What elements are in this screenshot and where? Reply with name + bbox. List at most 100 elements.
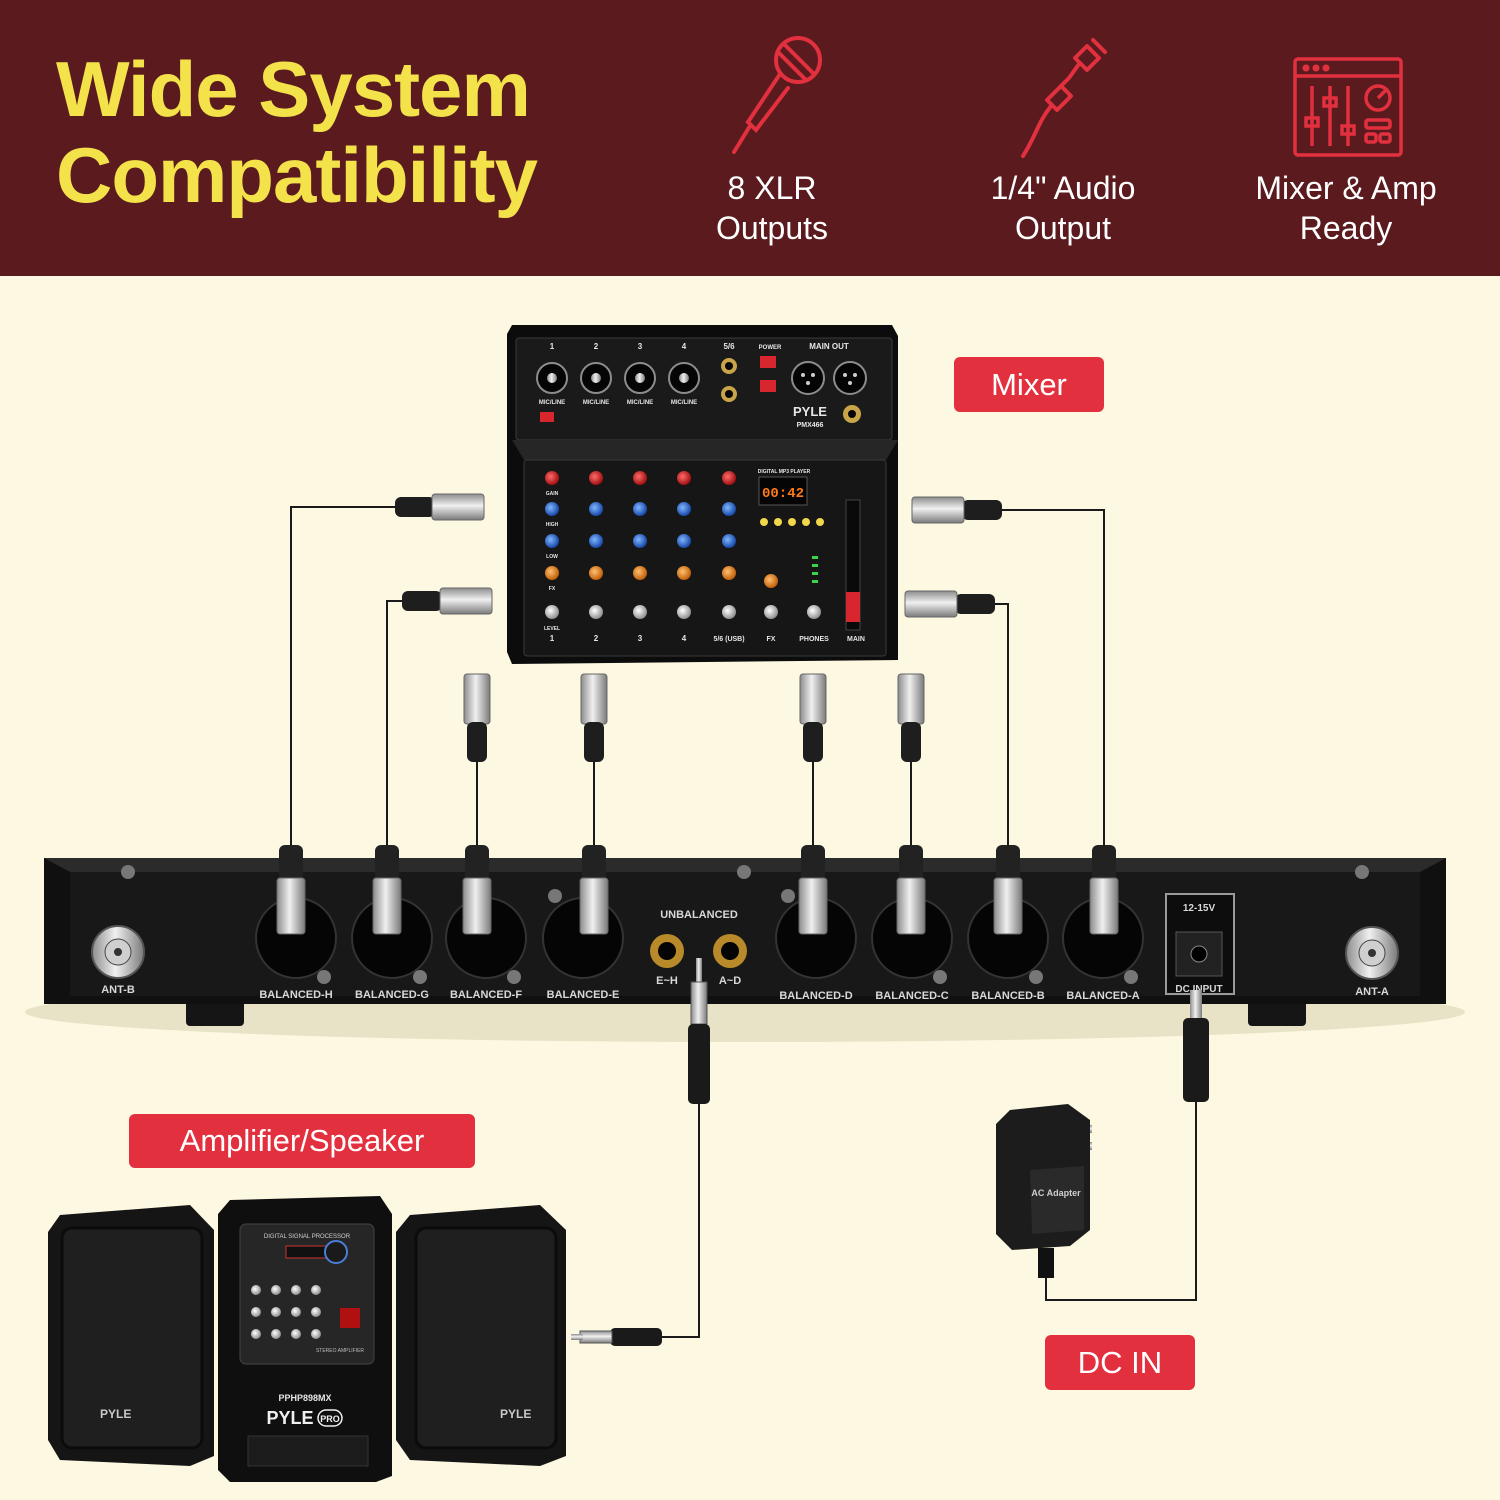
jack-e-h-label: E~H [656,975,678,987]
speaker-left-logo: PYLE [100,1407,131,1421]
mixer-bottom-5-6: 5/6 (USB) [713,636,744,643]
xlr-plug-g-end [402,587,493,615]
page-title: Wide System Compatibility [56,45,538,219]
amplifier-speaker-tag: Amplifier/Speaker [129,1114,475,1168]
mixer-input-label-4: MIC/LINE [671,400,697,406]
dc-input-label: DC INPUT [1175,984,1222,995]
speaker-model: PPHP898MX [278,1393,331,1403]
port-balanced-h [255,897,337,984]
mixer-input-label-2: MIC/LINE [583,400,609,406]
mixer-bottom-4: 4 [682,634,687,643]
feature-label: 1/4" Audio Output [990,170,1136,246]
mixer-ch-5-6: 5/6 [723,342,735,351]
speaker-center: DIGITAL SIGNAL PROCESSOR STEREO AMPLIFIE… [218,1196,392,1482]
ac-adapter-label: AC Adapter [1031,1188,1081,1198]
mixer-bottom-fx: FX [767,636,776,643]
inserted-xlr-plugs [276,845,1119,935]
title-line-2: Compatibility [56,131,538,219]
mixer-ch-1: 1 [550,342,555,351]
label-balanced-g: BALANCED-G [355,989,429,1001]
antenna-connector-a [1345,926,1399,980]
mixer-brand: PYLE [793,404,827,419]
cable-h [290,506,395,845]
cable-a [1000,509,1105,845]
microphone-icon [732,36,822,154]
mixer-ch-4: 4 [682,342,687,351]
port-balanced-c [871,897,953,984]
dc-plug [1183,990,1209,1102]
mixer-row-high: HIGH [546,522,559,528]
xlr-plug-c-end [897,673,925,762]
mixer-model: PMX466 [797,422,824,429]
xlr-plug-d-end [799,673,827,762]
dc-in-tag: DC IN [1045,1335,1195,1390]
quarter-inch-plug [688,958,710,1104]
cable-g [386,600,402,845]
jack-a-d-label: A~D [719,975,741,987]
mixer-bottom-main: MAIN [847,636,865,643]
dc-input-port [1165,893,1235,995]
label-balanced-a: BALANCED-A [1066,990,1139,1002]
label-balanced-f: BALANCED-F [450,989,522,1001]
port-balanced-d [775,889,857,979]
cable-quarter-inch [660,1104,700,1338]
ac-adapter: AC Adapter [996,1104,1092,1278]
speaker-right: PYLE [396,1205,566,1466]
xlr-plug-h-end [395,493,485,521]
speaker-amp-label: STEREO AMPLIFIER [316,1348,364,1354]
feature-audio-output: 1/4" Audio Output [933,0,1193,276]
xlr-ports-right [775,889,1144,984]
ant-b-label: ANT-B [101,984,135,996]
mixer-display: 00:42 [762,486,804,502]
xlr-ports-left [255,889,624,984]
quarter-inch-plug-speaker-end [571,1328,662,1346]
mixer-bottom-1: 1 [550,634,555,643]
label-balanced-h: BALANCED-H [259,989,332,1001]
title-line-1: Wide System [56,45,531,133]
mixer-icon [1293,57,1403,157]
audio-mixer: 1 2 3 4 5/6 POWER MAIN OUT MIC/LINE MIC/… [507,325,898,664]
mixer-bottom-phones: PHONES [799,636,829,643]
jack-e-h [650,934,684,968]
speaker-brand: PYLE [266,1408,313,1428]
speaker-right-logo: PYLE [500,1407,531,1421]
mixer-mp3-label: DIGITAL MP3 PLAYER [758,469,811,475]
port-balanced-a [1062,897,1144,984]
audio-plug-icon [1021,38,1107,158]
mixer-main-out-label: MAIN OUT [809,342,849,351]
label-balanced-e: BALANCED-E [547,989,620,1001]
xlr-plug-a-end [911,496,1002,524]
mixer-input-label-3: MIC/LINE [627,400,653,406]
jack-a-d [713,934,747,968]
mixer-input-label-1: MIC/LINE [539,400,565,406]
label-balanced-d: BALANCED-D [779,990,852,1002]
feature-xlr-outputs: 8 XLR Outputs [642,0,902,276]
speaker-panel-title: DIGITAL SIGNAL PROCESSOR [264,1234,351,1240]
feature-mixer-amp: Mixer & Amp Ready [1216,0,1476,276]
unbalanced-label: UNBALANCED [660,909,738,921]
mixer-row-level: LEVEL [544,626,560,632]
mixer-row-low: LOW [546,554,558,560]
mixer-knobs [545,471,821,619]
mixer-ch-3: 3 [638,342,643,351]
mixer-tag: Mixer [954,357,1104,412]
speaker-brand-sub: PRO [320,1414,340,1424]
mixer-ch-2: 2 [594,342,599,351]
cables [290,506,1197,1338]
mixer-row-gain: GAIN [546,491,559,497]
speaker-left: PYLE [48,1205,214,1466]
cable-dc [1045,1100,1197,1301]
antenna-connector-b [91,925,145,979]
feature-label: 8 XLR Outputs [715,170,829,246]
label-balanced-c: BALANCED-C [875,990,948,1002]
mixer-bottom-2: 2 [594,634,599,643]
mixer-row-fx: FX [549,586,556,592]
xlr-plug-e-end [580,673,608,762]
dc-voltage-label: 12-15V [1183,903,1216,914]
xlr-plug-f-end [463,673,491,762]
cable-b [995,603,1009,845]
mixer-bottom-3: 3 [638,634,643,643]
feature-label: Mixer & Amp Ready [1255,170,1437,246]
ant-a-label: ANT-A [1355,986,1389,998]
